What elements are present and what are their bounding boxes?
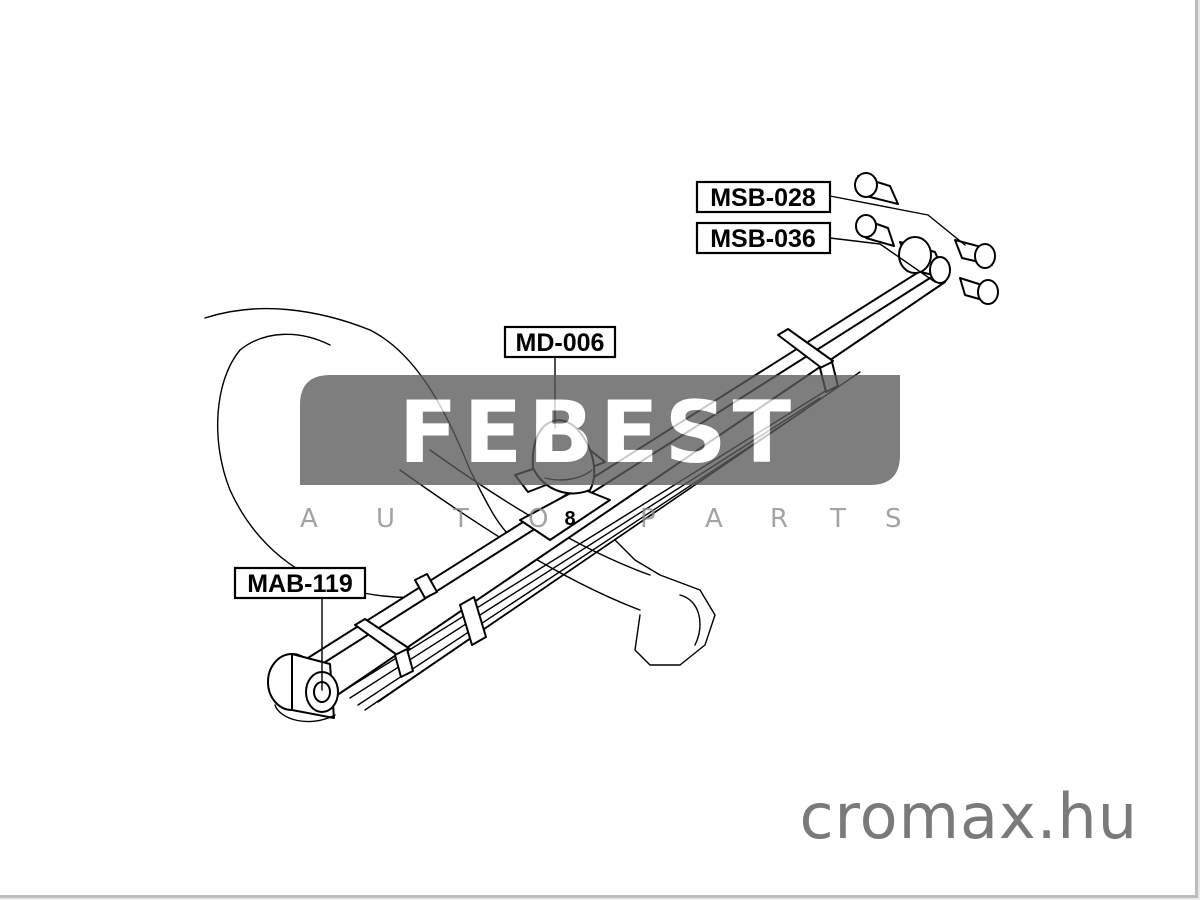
part-label-mab-119: MAB-119 [233,566,367,600]
watermark-banner [300,375,900,485]
rear-bushings [854,172,999,305]
tagline-letter: O [528,504,548,534]
front-eye [267,653,339,723]
tagline-letter: A [705,504,723,534]
watermark-tagline: A U T O P A R T S [300,504,902,534]
part-number-text: MAB-119 [247,570,353,598]
part-number-text: MD-006 [516,329,605,357]
spring-marker: 8 [564,508,575,530]
tagline-letter: T [829,504,846,534]
tagline-letter: U [376,504,395,534]
part-number-text: MSB-036 [710,225,816,253]
tagline-letter: S [885,504,902,534]
febest-watermark: FEBEST A U T O P A R T S [300,375,902,534]
watermark-brand: FEBEST [399,383,797,483]
part-label-md-006: MD-006 [503,325,617,359]
part-number-text: MSB-028 [710,184,816,212]
spring-clips [354,328,839,678]
tagline-letter: T [452,504,469,534]
part-label-msb-028: MSB-028 [695,180,832,214]
part-label-msb-036: MSB-036 [695,221,832,255]
tagline-letter: A [300,504,318,534]
site-watermark: cromax.hu [799,780,1138,853]
tagline-letter: P [640,504,656,534]
tagline-letter: R [770,504,788,534]
